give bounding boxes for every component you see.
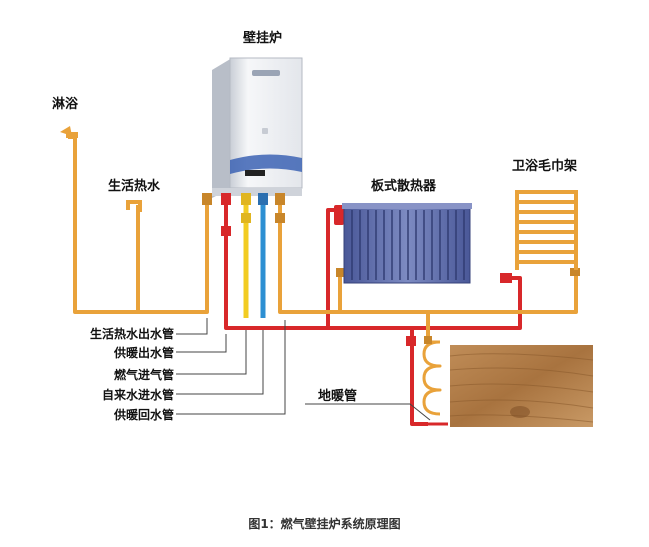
legend-leader-lines (176, 318, 431, 421)
heating-supply-pipe (224, 196, 522, 330)
floor-heating-loops (422, 340, 442, 416)
boiler-label: 壁挂炉 (243, 30, 282, 46)
faucet-icon (126, 200, 142, 212)
shower-head-icon (60, 126, 78, 138)
legend-domestic-hot-water-outlet: 生活热水出水管 (90, 326, 174, 341)
legend-gas-inlet: 燃气进气管 (114, 367, 174, 382)
towel-rack-label: 卫浴毛巾架 (512, 158, 577, 174)
floor-supply-pipe (410, 328, 428, 426)
legend-heating-supply: 供暖出水管 (113, 345, 174, 360)
shower-label: 淋浴 (52, 96, 79, 112)
legend-heating-return: 供暖回水管 (113, 407, 174, 422)
pipe-fittings (202, 193, 580, 346)
panel-radiator (342, 203, 472, 284)
tap-branch-pipe (75, 205, 140, 314)
figure-caption: 图1：燃气壁挂炉系统原理图 (248, 517, 401, 531)
legend-cold-water-inlet: 自来水进水管 (102, 387, 174, 402)
boiler-unit (212, 57, 303, 198)
panel-radiator-label: 板式散热器 (371, 178, 437, 194)
domestic-hot-water-label: 生活热水 (108, 178, 161, 194)
towel-rack (515, 190, 578, 270)
wood-floor-panel (449, 345, 594, 427)
floor-heating-pipe-label: 地暖管 (318, 388, 357, 404)
